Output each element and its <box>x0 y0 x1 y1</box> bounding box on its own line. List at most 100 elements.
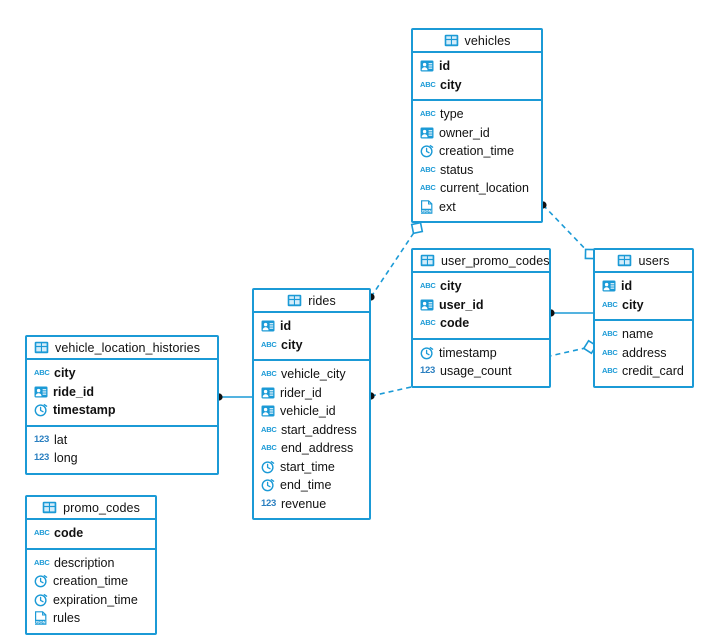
column-name-label: type <box>440 107 464 122</box>
123-number-icon: 123 <box>261 497 276 509</box>
abc-text-icon: ABC <box>261 424 277 434</box>
table-name-label: rides <box>308 293 336 308</box>
column-name-label: lat <box>54 432 68 447</box>
contact-card-icon <box>261 404 275 418</box>
primary-key-row-ride_id[interactable]: ride_id <box>27 383 217 402</box>
grid-table-icon <box>444 34 459 47</box>
column-name-label: vehicle_city <box>281 367 346 382</box>
table-name-label: vehicle_location_histories <box>55 340 201 355</box>
relationship-edge-user_promo_codes-to-users[interactable] <box>547 309 593 317</box>
123-number-icon: 123 <box>420 365 435 377</box>
column-name-label: ext <box>439 199 456 214</box>
column-name-label: address <box>622 345 667 360</box>
abc-text-icon: ABC <box>602 299 618 309</box>
table-header-rides[interactable]: rides <box>254 290 369 313</box>
column-row-owner_id[interactable]: owner_id <box>413 124 541 143</box>
table-header-vehicle_location_histories[interactable]: vehicle_location_histories <box>27 337 217 360</box>
column-name-label: usage_count <box>440 364 512 379</box>
table-header-promo_codes[interactable]: promo_codes <box>27 497 155 520</box>
primary-key-row-id[interactable]: id <box>254 317 369 336</box>
column-row-revenue[interactable]: 123 revenue <box>254 495 369 514</box>
column-row-expiration_time[interactable]: expiration_time <box>27 591 155 610</box>
column-name-label: start_time <box>280 459 335 474</box>
column-name-label: credit_card <box>622 364 684 379</box>
contact-card-icon <box>420 59 434 73</box>
column-row-creation_time[interactable]: creation_time <box>413 142 541 161</box>
abc-text-icon: ABC <box>261 369 277 379</box>
column-name-label: end_time <box>280 478 332 493</box>
json-document-icon: JSON <box>420 199 434 214</box>
abc-text-icon: ABC <box>602 329 618 339</box>
contact-card-icon <box>261 319 275 333</box>
column-row-creation_time[interactable]: creation_time <box>27 572 155 591</box>
relationship-edge-vehicle_location_histories-to-rides[interactable] <box>215 393 252 401</box>
table-header-users[interactable]: users <box>595 250 692 273</box>
column-row-ext[interactable]: JSON ext <box>413 198 541 217</box>
column-row-start_time[interactable]: start_time <box>254 458 369 477</box>
primary-key-row-city[interactable]: ABC city <box>254 336 369 355</box>
clock-icon <box>34 574 48 588</box>
primary-key-row-timestamp[interactable]: timestamp <box>27 401 217 420</box>
clock-icon <box>420 144 434 158</box>
column-name-label: revenue <box>281 496 327 511</box>
column-row-rider_id[interactable]: rider_id <box>254 384 369 403</box>
column-name-label: start_address <box>281 422 357 437</box>
table-header-vehicles[interactable]: vehicles <box>413 30 541 53</box>
column-row-vehicle_id[interactable]: vehicle_id <box>254 402 369 421</box>
column-name-label: creation_time <box>53 574 129 589</box>
column-name-label: description <box>54 555 115 570</box>
contact-card-icon <box>602 279 616 293</box>
column-name-label: owner_id <box>439 125 490 140</box>
column-row-start_address[interactable]: ABC start_address <box>254 421 369 440</box>
abc-text-icon: ABC <box>602 347 618 357</box>
column-row-address[interactable]: ABC address <box>595 344 692 363</box>
svg-text:JSON: JSON <box>35 620 46 625</box>
primary-key-row-id[interactable]: id <box>595 277 692 296</box>
json-document-icon: JSON <box>34 611 48 626</box>
primary-key-row-user_id[interactable]: user_id <box>413 296 549 315</box>
column-name-label: id <box>280 319 292 334</box>
table-name-label: users <box>638 253 670 268</box>
abc-text-icon: ABC <box>420 281 436 291</box>
column-row-timestamp[interactable]: timestamp <box>413 344 549 363</box>
edge-target-diamond <box>410 221 424 235</box>
column-row-end_time[interactable]: end_time <box>254 476 369 495</box>
abc-text-icon: ABC <box>261 339 277 349</box>
table-header-user_promo_codes[interactable]: user_promo_codes <box>413 250 550 273</box>
column-row-vehicle_city[interactable]: ABC vehicle_city <box>254 365 369 384</box>
column-row-usage_count[interactable]: 123 usage_count <box>413 362 549 381</box>
column-name-label: expiration_time <box>53 592 138 607</box>
primary-key-row-id[interactable]: id <box>413 57 541 76</box>
column-name-label: city <box>281 337 303 352</box>
clock-icon <box>261 460 275 474</box>
